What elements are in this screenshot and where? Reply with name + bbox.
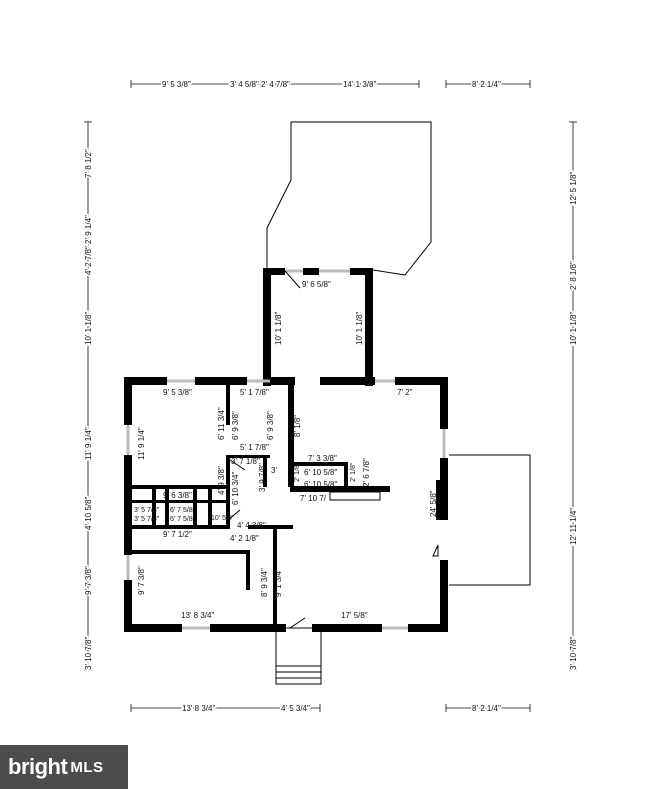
room-label: 24' 5/8" [429,490,438,517]
brightmls-logo: bright MLS [0,745,128,789]
room-label: 5' 1 7/8" [240,388,269,397]
room-label: 3' 9 7/8" [258,463,267,492]
left-dimension-line: 7' 8 1/2" 4' 2 7/8" 2' 9 1/4" 10' 1 1/8"… [83,121,95,672]
dim-right-1: 12' 5 1/8" [569,172,578,205]
room-label: 6' 7 5/8" [170,516,196,523]
dim-top-2: 3' 4 5/8" 2' 4 7/8" [230,80,290,89]
dim-top-4: 8' 2 1/4" [472,80,501,89]
room-label: 7' 2" [397,388,413,397]
room-label: 3' 5 7/8" [134,507,160,514]
room-label: 8' 1/8" [293,415,302,437]
room-label: 9' 1 3/4" [274,568,283,597]
room-label: 6' 10 5/8" [304,480,337,489]
dim-left-3: 10' 1 1/8" [84,312,93,345]
room-label: 5' 1 7/8" [240,443,269,452]
dim-top-1: 9' 5 3/8" [162,80,191,89]
room-label: 6' 7 5/8" [170,507,196,514]
dim-left-2: 4' 2 7/8" 2' 9 1/4" [84,215,93,275]
right-dimension-line: 12' 5 1/8" 2' 8 1/8" 10' 1 1/8" 12' 11 1… [568,121,580,672]
room-label: 9' 6 5/8" [302,280,331,289]
room-label: 6' 10 3/4" [231,472,240,505]
dim-bottom-1: 13' 8 3/4" [182,704,215,713]
room-label: 9' 6 3/8" [163,491,192,500]
dim-bottom-2: 4' 5 3/4" [281,704,310,713]
room-label: 3' [271,466,277,475]
room-label: 4' 9 3/8" [217,466,226,495]
dim-left-4: 11' 9 1/4" [84,427,93,460]
room-label: 6' 9 3/8" [231,411,240,440]
room-label: 9' 7 1/2" [163,530,192,539]
dim-bottom-3: 8' 2 1/4" [472,704,501,713]
room-label: 7' 3 3/8" [308,454,337,463]
room-label: 4' 2 1/8" [230,534,259,543]
logo-brand-text: bright [8,754,68,779]
walls [124,268,448,632]
dim-right-5: 3' 10 7/8" [569,637,578,670]
room-label: 9' 7 3/8" [137,566,146,595]
room-label: 2' 6 7/8" [362,458,371,487]
top-dimension-line: 9' 5 3/8" 3' 4 5/8" 2' 4 7/8" 14' 1 3/8"… [130,79,531,91]
deck-outline [266,121,432,276]
room-label: 6' 9 3/8" [266,411,275,440]
dim-left-6: 9' 7 3/8" [84,566,93,595]
room-label: 3' 7 1/8" [231,457,260,466]
room-label: 10' 5/8" [211,515,235,522]
dim-right-4: 12' 11 1/4" [569,508,578,545]
dim-top-3: 14' 1 3/8" [343,80,376,89]
dim-left-5: 4' 10 5/8" [84,497,93,530]
room-label: 9' 5 3/8" [163,388,192,397]
room-label: 3' 5 7/8" [134,516,160,523]
room-label: 10' 1 1/8" [355,312,364,345]
room-label: 10' 1 1/8" [274,312,283,345]
door-swings [227,270,439,629]
room-labels: 9' 6 5/8" 10' 1 1/8" 10' 1 1/8" 9' 5 3/8… [134,280,438,620]
room-label: 8' 9 3/4" [260,568,269,597]
room-label: 2' 1/8" [294,462,301,482]
dim-right-2: 2' 8 1/8" [569,261,578,290]
dim-left-1: 7' 8 1/2" [84,149,93,178]
room-label: 17' 5/8" [341,611,368,620]
room-label: 11' 9 1/4" [137,427,146,460]
room-label: 2' 1/8" [350,462,357,482]
dim-right-3: 10' 1 1/8" [569,312,578,345]
room-label: 7' 10 7/ [300,494,327,503]
front-steps [275,627,322,685]
dim-left-7: 3' 10 7/8" [84,637,93,670]
room-label: 4' 4 3/8" [237,521,266,530]
room-label: 6' 10 5/8" [304,468,337,477]
logo-mls-text: MLS [70,758,104,776]
windows [126,269,446,630]
room-label: 13' 8 3/4" [181,611,214,620]
side-patio-outline [449,454,531,586]
room-label: 6' 11 3/4" [217,407,226,440]
bottom-dimension-line: 13' 8 3/4" 4' 5 3/4" 8' 2 1/4" [130,703,531,715]
